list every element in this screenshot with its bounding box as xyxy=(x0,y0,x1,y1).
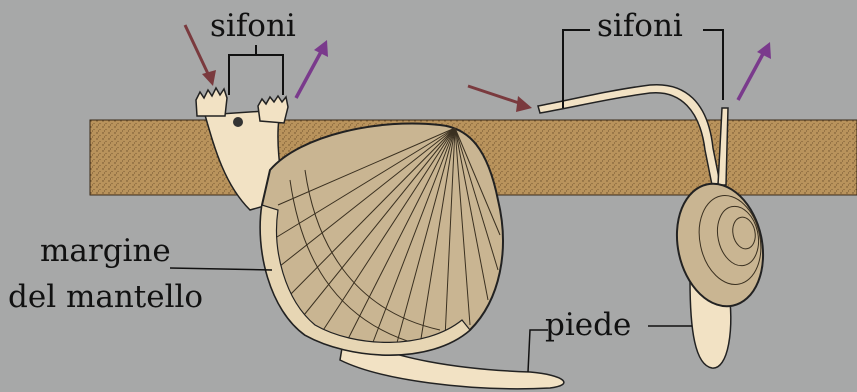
foot-label: piede xyxy=(545,310,631,341)
left-outflow-arrow xyxy=(296,40,328,98)
siphons-label-left: sifoni xyxy=(210,11,296,42)
right-inflow-arrow xyxy=(468,86,532,112)
left-clam-exhalant-siphon-tip xyxy=(258,96,288,123)
mantle-margin-leader xyxy=(170,268,272,270)
left-siphons-bracket xyxy=(229,55,283,95)
right-outflow-arrow xyxy=(738,42,771,100)
mantle-margin-label-line1: margine xyxy=(40,236,171,267)
siphons-label-right: sifoni xyxy=(597,11,683,42)
left-clam-inhalant-siphon-tip xyxy=(196,88,227,116)
mantle-margin-label-line2: del mantello xyxy=(8,282,203,313)
